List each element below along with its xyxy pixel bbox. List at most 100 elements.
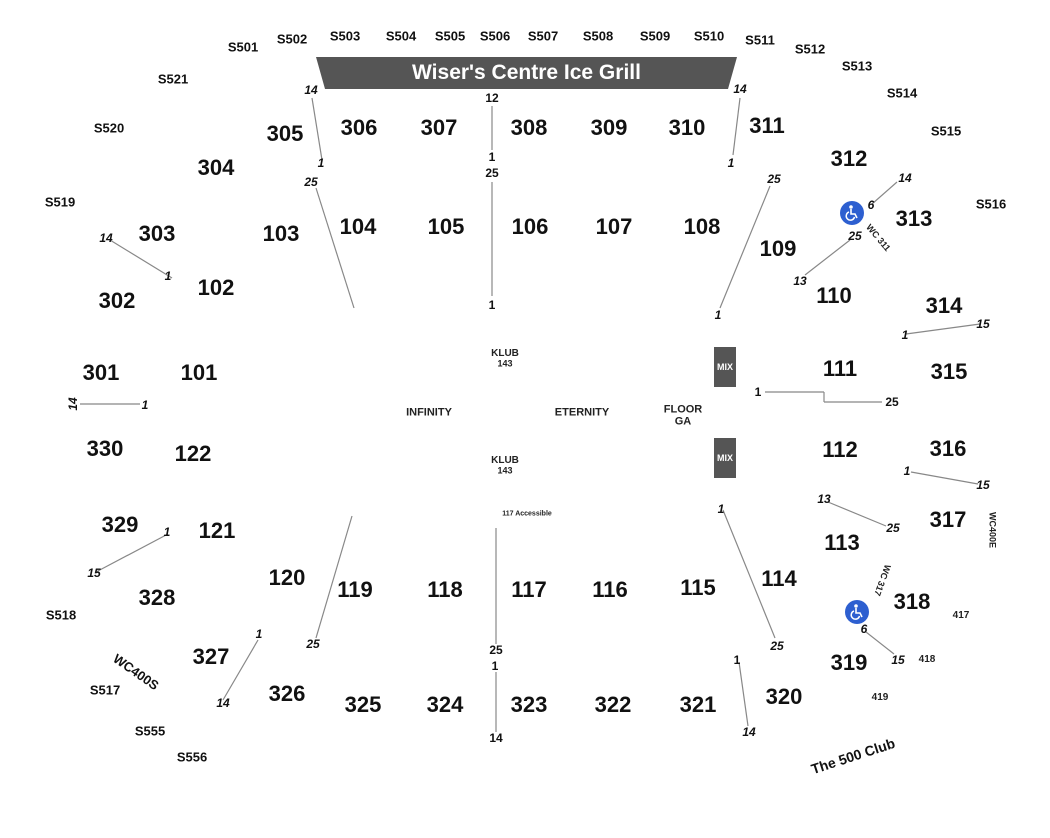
section-329[interactable]: 329 (101, 512, 139, 537)
row-number: 6 (867, 198, 875, 212)
section-121[interactable]: 121 (198, 518, 236, 543)
suite-s505[interactable]: S505 (434, 28, 466, 44)
suite-s514[interactable]: S514 (886, 85, 918, 101)
section-322[interactable]: 322 (594, 692, 632, 717)
section-325[interactable]: 325 (344, 692, 382, 717)
section-308[interactable]: 308 (510, 115, 548, 140)
suite-s503[interactable]: S503 (329, 28, 361, 44)
floor-infinity[interactable]: INFINITY (406, 406, 452, 419)
section-311[interactable]: 311 (749, 113, 785, 138)
section-306[interactable]: 306 (340, 115, 378, 140)
section-122[interactable]: 122 (174, 441, 212, 466)
suite-s516[interactable]: S516 (975, 196, 1007, 212)
section-323[interactable]: 323 (510, 692, 548, 717)
suite-s518[interactable]: S518 (45, 607, 77, 623)
suite-s501[interactable]: S501 (227, 39, 259, 55)
suite-s555[interactable]: S555 (134, 723, 166, 739)
row-number: 14 (216, 696, 230, 710)
section-110[interactable]: 110 (816, 283, 852, 308)
row-number: 1 (733, 653, 741, 667)
section-318[interactable]: 318 (893, 589, 931, 614)
klub-top-label[interactable]: KLUB (491, 348, 519, 359)
section-316[interactable]: 316 (929, 436, 967, 461)
suite-s515[interactable]: S515 (930, 123, 962, 139)
section-304[interactable]: 304 (197, 155, 235, 180)
suite-s507[interactable]: S507 (527, 28, 559, 44)
section-120[interactable]: 120 (268, 565, 306, 590)
section-310[interactable]: 310 (668, 115, 706, 140)
row-number: 25 (304, 175, 318, 189)
section-419[interactable]: 419 (871, 692, 889, 703)
section-417[interactable]: 417 (952, 610, 970, 621)
row-number: 14 (304, 83, 318, 97)
section-109[interactable]: 109 (759, 236, 797, 261)
section-307[interactable]: 307 (420, 115, 458, 140)
section-302[interactable]: 302 (98, 288, 136, 313)
section-118[interactable]: 118 (427, 577, 463, 602)
suite-s519[interactable]: S519 (44, 194, 76, 210)
section-117[interactable]: 117 (511, 577, 547, 602)
section-102[interactable]: 102 (197, 275, 235, 300)
section-326[interactable]: 326 (268, 681, 306, 706)
row-number: 1 (903, 464, 911, 478)
section-115[interactable]: 115 (680, 575, 716, 600)
section-108[interactable]: 108 (683, 214, 721, 239)
wheelchair-icon (845, 600, 869, 624)
suite-s513[interactable]: S513 (841, 58, 873, 74)
suite-s508[interactable]: S508 (582, 28, 614, 44)
row-number: 14 (898, 171, 912, 185)
section-312[interactable]: 312 (830, 146, 868, 171)
wc400e-label[interactable]: WC400E (987, 511, 998, 549)
section-418[interactable]: 418 (918, 654, 936, 665)
suite-s506[interactable]: S506 (479, 28, 511, 44)
suite-s520[interactable]: S520 (93, 120, 125, 136)
section-113[interactable]: 113 (824, 530, 860, 555)
suite-s510[interactable]: S510 (693, 28, 725, 44)
section-103[interactable]: 103 (262, 221, 300, 246)
floor-ga-line1[interactable]: FLOOR (663, 403, 703, 416)
floor-ga-line2[interactable]: GA (674, 415, 692, 428)
section-301[interactable]: 301 (82, 360, 120, 385)
section-327[interactable]: 327 (192, 644, 230, 669)
section-328[interactable]: 328 (138, 585, 176, 610)
centre-ice-grill-banner[interactable]: Wiser's Centre Ice Grill (316, 57, 737, 89)
section-314[interactable]: 314 (925, 293, 963, 318)
section-315[interactable]: 315 (930, 359, 968, 384)
section-111[interactable]: 111 (822, 356, 858, 381)
accessible-117-label[interactable]: 117 Accessible (502, 510, 552, 518)
section-114[interactable]: 114 (761, 566, 797, 591)
section-309[interactable]: 309 (590, 115, 628, 140)
suite-s517[interactable]: S517 (89, 682, 121, 698)
section-305[interactable]: 305 (266, 121, 304, 146)
floor-eternity[interactable]: ETERNITY (554, 406, 610, 419)
suite-s502[interactable]: S502 (276, 31, 308, 47)
section-101[interactable]: 101 (180, 360, 218, 385)
section-119[interactable]: 119 (337, 577, 373, 602)
suite-s556[interactable]: S556 (176, 749, 208, 765)
suite-s512[interactable]: S512 (794, 41, 826, 57)
row-number: 13 (793, 274, 807, 288)
section-303[interactable]: 303 (138, 221, 176, 246)
section-317[interactable]: 317 (929, 507, 967, 532)
section-324[interactable]: 324 (426, 692, 464, 717)
banner-shape (316, 57, 737, 89)
section-330[interactable]: 330 (86, 436, 124, 461)
section-112[interactable]: 112 (822, 437, 858, 462)
section-313[interactable]: 313 (895, 206, 933, 231)
section-116[interactable]: 116 (592, 577, 628, 602)
suite-s511[interactable]: S511 (745, 32, 775, 48)
mix-booth-top[interactable]: MIX (714, 347, 736, 387)
section-319[interactable]: 319 (830, 650, 868, 675)
section-320[interactable]: 320 (765, 684, 803, 709)
suite-s521[interactable]: S521 (157, 71, 189, 87)
section-107[interactable]: 107 (595, 214, 633, 239)
klub-bottom-label[interactable]: KLUB (491, 455, 519, 466)
row-number: 15 (976, 478, 990, 492)
section-104[interactable]: 104 (339, 214, 377, 239)
suite-s504[interactable]: S504 (385, 28, 417, 44)
suite-s509[interactable]: S509 (639, 28, 671, 44)
section-105[interactable]: 105 (427, 214, 465, 239)
mix-booth-bottom[interactable]: MIX (714, 438, 736, 478)
section-321[interactable]: 321 (679, 692, 717, 717)
section-106[interactable]: 106 (511, 214, 549, 239)
